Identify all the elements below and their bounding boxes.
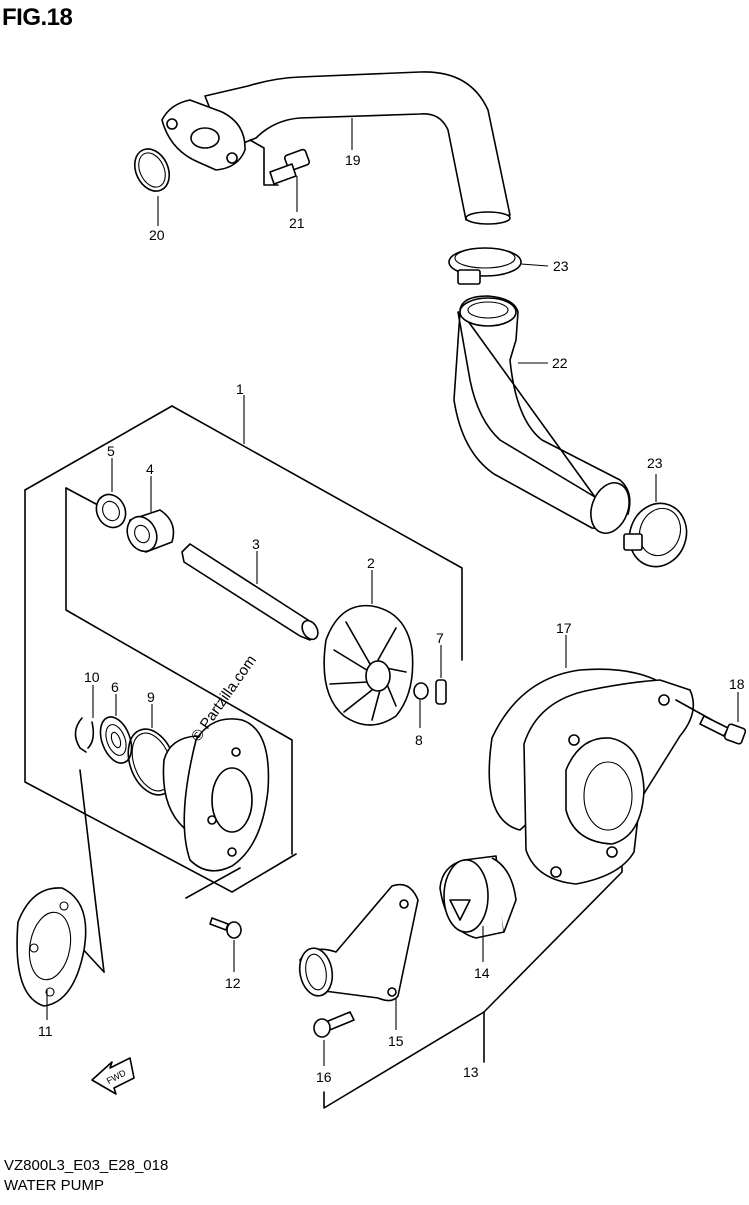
diagram-title: WATER PUMP: [4, 1177, 104, 1194]
circlip-10: [74, 685, 95, 753]
thermostat-14: [439, 855, 517, 962]
pump-assembly-1-outline: [24, 395, 463, 893]
callout-6: 6: [111, 679, 119, 695]
callout-9: 9: [147, 689, 155, 705]
callout-4: 4: [146, 461, 154, 477]
washer-8: [413, 682, 429, 728]
o-ring-20: [133, 148, 171, 226]
screw-12: [185, 867, 242, 972]
callout-11: 11: [38, 1023, 53, 1039]
callout-23-lower: 23: [647, 455, 663, 471]
bearing-6: [99, 694, 133, 764]
callout-15: 15: [388, 1033, 404, 1049]
callout-23-upper: 23: [553, 258, 569, 274]
callout-5: 5: [107, 443, 115, 459]
callout-22: 22: [552, 355, 568, 371]
callout-1: 1: [236, 381, 244, 397]
impeller-shaft-3: [181, 543, 319, 641]
bolt-21: [249, 139, 311, 212]
hose-clamp-23-upper: [448, 247, 549, 285]
callout-21: 21: [289, 215, 305, 231]
oil-seal-5: [95, 458, 127, 529]
impeller-2: [323, 570, 414, 726]
water-hose-22: [453, 295, 631, 534]
callout-13: 13: [463, 1064, 479, 1080]
callout-20: 20: [149, 227, 165, 243]
diagram-code: VZ800L3_E03_E28_018: [4, 1157, 169, 1174]
callout-19: 19: [345, 152, 361, 168]
gasket-11: [16, 769, 105, 1020]
thermostat-cover-15: [298, 883, 419, 1030]
forward-arrow-icon: FWD: [91, 1057, 135, 1095]
callout-16: 16: [316, 1069, 332, 1085]
callout-14: 14: [474, 965, 490, 981]
callout-17: 17: [556, 620, 572, 636]
callout-18: 18: [729, 676, 745, 692]
pump-body: [162, 718, 270, 872]
water-pipe-19: [161, 71, 511, 225]
bolt-16: [313, 1011, 355, 1066]
figure-label: FIG.18: [2, 4, 73, 31]
callout-10: 10: [84, 669, 100, 685]
bolt-18: [675, 692, 747, 745]
callout-7: 7: [436, 630, 444, 646]
pin-7: [435, 645, 447, 705]
callout-3: 3: [252, 536, 260, 552]
callout-8: 8: [415, 732, 423, 748]
hose-clamp-23-lower: [623, 474, 688, 568]
callout-2: 2: [367, 555, 375, 571]
pump-cover-17: [488, 635, 695, 885]
callout-12: 12: [225, 975, 241, 991]
mechanical-seal-4: [126, 476, 175, 553]
